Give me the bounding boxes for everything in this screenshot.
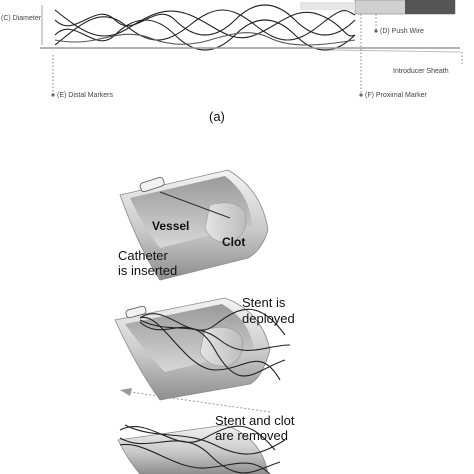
clot-step2 [199, 327, 243, 367]
vessel-step2 [114, 297, 291, 401]
catheter-tip-step2 [125, 305, 147, 319]
catheter-wire-step1 [159, 191, 231, 219]
stent-mesh [54, 4, 356, 51]
removal-arrow [120, 388, 271, 413]
caption-step3-line2: are removed [215, 428, 288, 443]
label-distal-markers: (E) Distal Markers [57, 92, 114, 99]
caption-a: (a) [209, 109, 225, 124]
vessel-step3 [117, 424, 286, 474]
vessel-step1 [119, 169, 269, 281]
stent-device-a [40, 0, 463, 97]
label-proximal-marker: (F) Proximal Marker [365, 92, 427, 99]
label-diameter: (C) Diameter [1, 15, 42, 22]
caption-step1-line2: is inserted [118, 263, 178, 278]
stent-mesh-step2 [139, 308, 291, 381]
caption-step2-line1: Stent is [242, 295, 286, 310]
caption-step1-line1: Catheter [118, 248, 168, 263]
label-push-wire: (D) Push Wire [380, 28, 424, 35]
catheter-tip-step1 [139, 176, 165, 193]
stent-mesh-step3 [119, 424, 286, 474]
caption-step3-line1: Stent and clot [215, 413, 295, 428]
caption-step2-line2: deployed [242, 311, 295, 326]
label-introducer-sheath: Introducer Sheath [393, 68, 449, 75]
label-vessel: Vessel [152, 219, 190, 233]
label-clot: Clot [222, 235, 246, 249]
